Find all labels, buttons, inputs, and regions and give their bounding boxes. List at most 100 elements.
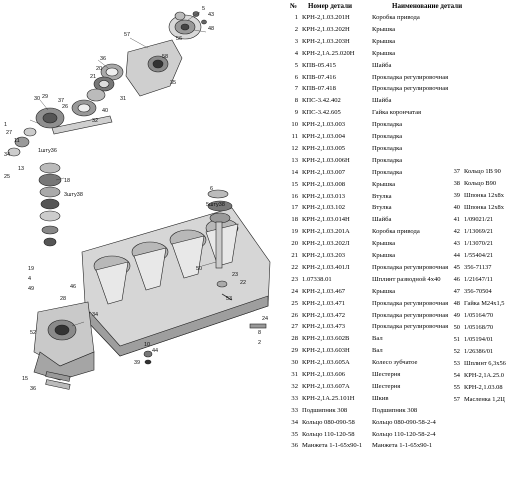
part-name: Шплинт 6,3х56 [464, 360, 506, 367]
row-number: 15 [291, 180, 298, 188]
row-number: 24 [291, 287, 298, 295]
part-name: Кольцо В90 [464, 180, 497, 187]
callout-labels: 5 43 48 56 57 58 35 36 20 21 30 29 31 40… [4, 6, 268, 392]
part-name: 1/05164/70 [464, 312, 494, 319]
small-parts [45, 280, 267, 390]
part-name: Кольцо 110-120-58-2-4 [372, 430, 436, 438]
part-name: Колесо зубчатое [372, 359, 418, 367]
part-name: Шайба [372, 61, 392, 69]
row-number: 51 [453, 336, 460, 343]
part-number: Манжета 1-1-65х90-1 [302, 442, 363, 450]
svg-text:1шту36: 1шту36 [38, 148, 57, 154]
part-number: КРН-2,1.03.606 [302, 371, 346, 378]
row-number: 45 [453, 264, 460, 271]
part-name: Прокладка [372, 121, 403, 129]
row-number: 12 [291, 144, 298, 152]
svg-text:18: 18 [64, 178, 70, 184]
part-name: Прокладка [372, 156, 403, 164]
row-number: 53 [453, 360, 460, 367]
part-name: 1/05194/01 [464, 336, 494, 343]
row-number: 18 [291, 216, 298, 224]
row-number: 49 [453, 312, 460, 319]
svg-text:13: 13 [18, 166, 24, 172]
svg-text:58: 58 [162, 54, 168, 60]
row-number: 7 [294, 85, 298, 93]
row-number: 47 [453, 288, 460, 295]
row-number: 28 [291, 335, 298, 343]
part-name: Шестерня [372, 382, 401, 390]
part-name: 1/26386/01 [464, 348, 494, 355]
row-number: 26 [291, 311, 298, 319]
svg-text:32: 32 [92, 118, 98, 124]
svg-text:53: 53 [226, 296, 232, 302]
row-number: 6 [294, 73, 298, 81]
part-number: КРН-2,1.03.008 [302, 180, 346, 188]
part-name: 1/13069/21 [464, 228, 494, 235]
part-number: КРН-2,1.03.203 [302, 252, 346, 259]
part-name: 356-71137 [464, 264, 492, 271]
part-name: Крышка [372, 252, 396, 259]
svg-text:27: 27 [6, 130, 12, 136]
row-number: 30 [291, 359, 298, 367]
part-number: КПС-3.42.605 [302, 109, 341, 117]
part-name: Прокладка [372, 133, 403, 140]
row-number: 32 [291, 382, 298, 390]
svg-text:25: 25 [4, 174, 10, 180]
part-number: КРН-2,1.03.003 [302, 121, 346, 129]
svg-text:43: 43 [208, 12, 214, 18]
row-number: 48 [453, 300, 460, 307]
part-number: КРН-2,1.03.472 [302, 311, 346, 319]
header-code: Номер детали [308, 2, 353, 10]
part-name: Втулка [372, 192, 392, 200]
bearing-stack [71, 63, 124, 117]
part-number: КРН-2,1.03.603Н [302, 347, 350, 355]
svg-text:10: 10 [144, 342, 150, 348]
svg-text:40: 40 [102, 108, 108, 114]
row-number: 8 [294, 97, 298, 105]
part-number: КРН-2,1.03.006Н [302, 156, 350, 164]
part-number: КПВ-07.416 [302, 73, 336, 81]
part-name: Гайка М24х1,5 [464, 300, 505, 307]
row-number: 14 [291, 168, 298, 176]
svg-text:44: 44 [152, 348, 158, 354]
svg-text:50: 50 [196, 266, 202, 272]
part-number: 1.07338.01 [302, 275, 332, 283]
part-name: КРН-2,1А.25.0 [464, 372, 504, 379]
part-name: 356-70504 [464, 288, 492, 295]
part-number: Кольцо 080-090-58 [302, 418, 355, 426]
svg-text:36: 36 [100, 56, 106, 62]
part-name: Прокладка регулировочная [372, 323, 449, 331]
part-name: Прокладка регулировочная [372, 85, 449, 93]
part-number: КПС-3.42.402 [302, 97, 341, 105]
part-number: КРН-2,1.03.202Н [302, 25, 350, 33]
row-number: 25 [291, 299, 298, 307]
row-number: 39 [453, 192, 460, 199]
part-name: Крышка [372, 25, 396, 33]
svg-text:52: 52 [30, 330, 36, 336]
row-number: 37 [453, 168, 460, 175]
row-number: 40 [453, 204, 460, 211]
part-name: Шестерня [372, 371, 401, 378]
row-number: 41 [453, 216, 460, 223]
row-number: 35 [291, 430, 298, 438]
svg-text:56: 56 [176, 36, 182, 42]
part-name: Шайба [372, 97, 392, 105]
part-name: Шплинт разводной 4х40 [372, 275, 441, 283]
part-name: 1/21647/11 [464, 276, 493, 283]
header-num: № [290, 2, 298, 10]
svg-text:20: 20 [96, 66, 102, 72]
row-number: 54 [453, 372, 460, 379]
cover-plate [125, 39, 183, 97]
part-number: КРН-2,1.03.607А [302, 382, 350, 390]
part-number: КРН-2,1А.25.020Н [302, 49, 355, 57]
row-number: 50 [453, 324, 460, 331]
part-name: Кольцо 080-090-58-2-4 [372, 418, 436, 426]
row-number: 4 [294, 49, 298, 57]
part-number: КРН-2,1.03.102 [302, 204, 346, 212]
svg-text:48: 48 [208, 26, 214, 32]
svg-text:26: 26 [62, 104, 68, 110]
row-number: 2 [294, 25, 298, 33]
gearbox-casing [33, 301, 95, 381]
svg-text:3шту38: 3шту38 [64, 192, 83, 198]
